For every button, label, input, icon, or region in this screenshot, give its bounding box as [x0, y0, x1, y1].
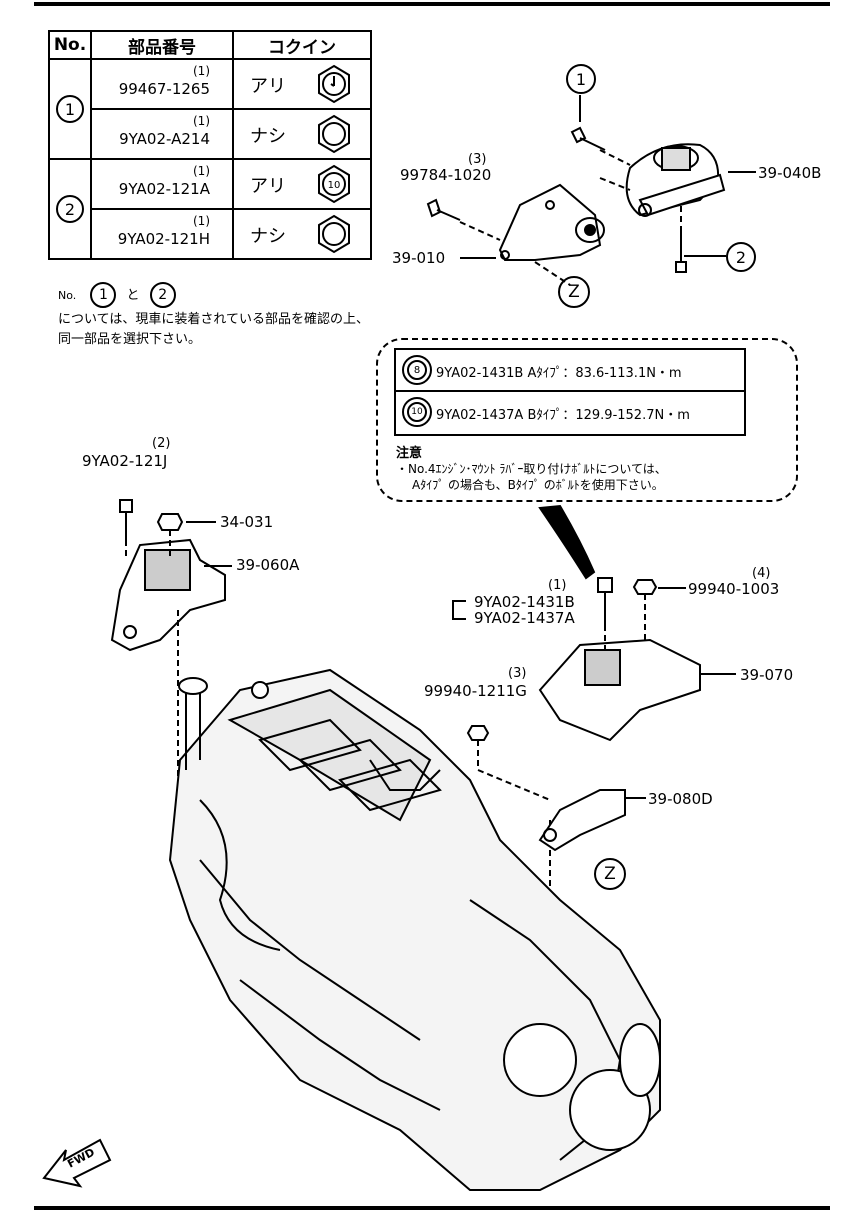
circled-number: 1: [90, 282, 117, 308]
circled-number: 2: [56, 195, 84, 223]
torque-spec: 9YA02-1437A Bﾀｲﾌﾟ：129.9-152.7N・m: [436, 408, 690, 423]
torque-table: 8 9YA02-1431B Aﾀｲﾌﾟ：83.6-113.1N・m 10 9YA…: [394, 348, 746, 436]
fwd-arrow-icon: [42, 1138, 112, 1188]
quantity: (1): [193, 164, 210, 178]
label-39-080d: 39-080D: [648, 790, 713, 808]
bolt-mark-text: 8: [407, 360, 427, 380]
bracket-39-080d: [538, 789, 626, 852]
view-z-marker: Z: [594, 858, 626, 890]
table-row: 2 (1) 9YA02-121A アリ 10: [48, 158, 372, 260]
right-mount-39-070: [538, 638, 701, 742]
caution-line1: ・No.4ｴﾝｼﾞﾝ･ﾏｳﾝﾄ ﾗﾊﾞｰ取り付けﾎﾞﾙﾄについては、: [396, 462, 667, 476]
label-99940-1003: 99940-1003: [688, 580, 780, 598]
part-number: 99467-1265: [118, 80, 210, 98]
torque-row-b: 10 9YA02-1437A Bﾀｲﾌﾟ：129.9-152.7N・m: [396, 392, 744, 432]
part-number-cell: (1) 99467-1265: [90, 58, 234, 110]
label-34-031: 34-031: [220, 513, 274, 531]
nut-1211g: [466, 725, 490, 741]
label-bracket-icon: [452, 600, 466, 620]
caution-line2: Aﾀｲﾌﾟ の場合も、Bﾀｲﾌﾟ のﾎﾞﾙﾄを使用下さい。: [412, 478, 664, 492]
left-mount-39-060a: [110, 538, 226, 652]
circled-number: 1: [56, 95, 84, 123]
nut-34-031: [156, 513, 184, 531]
view-z-marker: Z: [558, 276, 590, 308]
quantity: (1): [193, 114, 210, 128]
engine-assembly: [168, 668, 661, 1191]
bolt-1-top: [570, 126, 606, 151]
kokuin-cell: アリ: [232, 58, 372, 110]
torque-spec: 9YA02-1431B Aﾀｲﾌﾟ：83.6-113.1N・m: [436, 366, 682, 381]
callout-pointer: [538, 504, 596, 580]
caution-title: 注意: [396, 446, 423, 461]
label-9ya02-121j: 9YA02-121J: [82, 452, 168, 470]
bottom-rule: [34, 1206, 830, 1210]
bolt-mark-10-icon: 10: [402, 397, 432, 427]
kokuin-value: ナシ: [250, 226, 286, 247]
quantity: (1): [193, 64, 210, 78]
label-99940-1003-qty: (4): [752, 566, 771, 581]
label-39-070: 39-070: [740, 666, 794, 684]
selection-note-line1: については、現車に装着されている部品を確認の上、: [58, 312, 369, 327]
note-prefix: No.: [58, 289, 77, 302]
callout-circle-1: 1: [566, 64, 596, 94]
bolt-head-lock-mark-icon: [318, 64, 350, 104]
label-9ya02-1437a: 9YA02-1437A: [474, 609, 575, 627]
bolt-2-right: [675, 232, 687, 273]
selection-note-line2: 同一部品を選択下さい。: [58, 332, 202, 347]
bracket-39-010: [498, 183, 605, 261]
label-39-010: 39-010: [392, 249, 446, 267]
part-number: 9YA02-121H: [117, 230, 210, 248]
bolt-mark-text: 10: [407, 402, 427, 422]
label-9ya02-1431b: 9YA02-1431B: [474, 593, 575, 611]
header-part-number: 部品番号: [90, 30, 234, 60]
part-number-cell: (1) 9YA02-121A: [90, 158, 234, 210]
note-and: と: [126, 288, 140, 303]
label-121j-qty: (2): [152, 436, 171, 451]
table-header-row: No. 部品番号 コクイン: [48, 30, 372, 60]
label-39-060a: 39-060A: [236, 556, 300, 574]
selection-note: No. 1 と 2: [58, 282, 176, 308]
callout-circle-2: 2: [726, 242, 756, 272]
label-99784-1020: 99784-1020: [400, 166, 492, 184]
kokuin-cell: ナシ: [232, 208, 372, 260]
top-rule: [34, 2, 830, 6]
group-no-cell: 2: [48, 158, 92, 260]
bolt-head-10-mark-icon: 10: [318, 164, 350, 204]
table-row: (1) 9YA02-A214 ナシ: [49, 108, 372, 160]
label-99940-1211g: 99940-1211G: [424, 682, 527, 700]
header-kokuin: コクイン: [232, 30, 372, 60]
bolt-1431b: [597, 577, 613, 625]
part-number: 9YA02-A214: [119, 130, 210, 148]
part-number-cell: (1) 9YA02-A214: [90, 108, 234, 160]
group-no-cell: 1: [48, 58, 92, 160]
kokuin-cell: ナシ: [232, 108, 372, 160]
fwd-label: FWD: [65, 1146, 97, 1171]
label-1431b-qty: (1): [548, 578, 567, 593]
rear-mount-39-040b: [625, 143, 726, 217]
torque-row-a: 8 9YA02-1431B Aﾀｲﾌﾟ：83.6-113.1N・m: [396, 350, 744, 392]
quantity: (1): [193, 214, 210, 228]
parts-table: No. 部品番号 コクイン 1 (1) 99467-1265 アリ (1) 9Y…: [48, 30, 372, 260]
bolt-head-plain-icon: [318, 214, 350, 254]
table-row: 1 (1) 99467-1265 アリ: [48, 58, 372, 160]
kokuin-value: ナシ: [250, 126, 286, 147]
bolt-121j: [119, 499, 133, 540]
bolt-head-plain-icon: [318, 114, 350, 154]
nut-99940-1003: [632, 579, 658, 595]
label-1211g-qty: (3): [508, 666, 527, 681]
kokuin-value: アリ: [250, 76, 286, 97]
label-99784-qty: (3): [468, 152, 487, 167]
kokuin-value: アリ: [250, 176, 286, 197]
label-39-040b: 39-040B: [758, 164, 822, 182]
table-row: (1) 9YA02-121H ナシ: [49, 208, 372, 260]
header-no: No.: [48, 30, 92, 60]
bolt-mark-text: 10: [328, 180, 341, 191]
kokuin-cell: アリ 10: [232, 158, 372, 210]
bolt-mark-8-icon: 8: [402, 355, 432, 385]
part-number: 9YA02-121A: [118, 180, 210, 198]
bolt-99784: [426, 198, 461, 221]
torque-callout: [376, 338, 798, 502]
part-number-cell: (1) 9YA02-121H: [90, 208, 234, 260]
circled-number: 2: [149, 282, 176, 308]
